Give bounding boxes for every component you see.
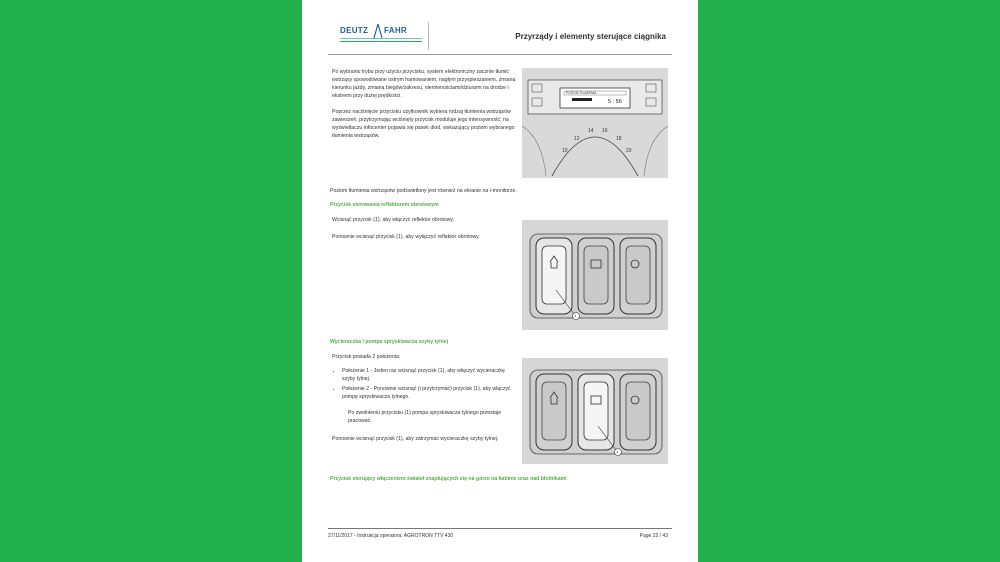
wiper-stop-text: Ponownie wcisnąć przycisk (1), aby zatrz… [332,436,499,442]
brand-logo: DEUTZ FAHR [336,22,429,50]
gauge-tick-16: 16 [602,128,608,134]
beacon-callout-number: 1 [574,313,577,318]
paragraph-mode: Po wybraniu trybu przy użyciu przycisku,… [332,69,516,99]
logo-text-right: FAHR [384,26,407,35]
wiper-intro: Przycisk posiada 2 położenia: [332,354,401,360]
wiper-position-1: Położenie 1 - Jeden raz wcisnąć przycisk… [342,367,514,383]
display-label: POZIOM TŁUMIENIA [566,91,597,95]
footer-page-number: Page 22 / 43 [639,533,668,539]
beacon-switch-illustration: 1 [522,220,668,330]
gauge-tick-12: 12 [574,136,580,142]
wiper-position-2: Położenie 2 - Ponownie wcisnąć (i przytr… [342,385,514,401]
logo-mark-icon [373,23,383,39]
wiper-callout-number: 1 [616,449,619,454]
beacon-switches-drawing [522,220,668,330]
footer-divider [328,528,672,529]
page-header: DEUTZ FAHR Przyrządy i elementy sterując… [328,18,672,55]
beacon-off-text: Ponownie wcisnąć przycisk (1), aby wyłąc… [332,234,480,240]
paragraph-imonitor: Poziom tłumienia wstrząsów podświetlony … [330,188,517,194]
page-title: Przyrządy i elementy sterujące ciągnika [515,32,666,41]
paragraph-damping: Poprzez naciśnięcie przycisku użytkownik… [332,109,515,139]
logo-stripe-blue [340,38,422,39]
wiper-positions-list: Położenie 1 - Jeden raz wcisnąć przycisk… [332,367,514,401]
beacon-on-text: Wcisnąć przycisk (1), aby włączyć reflek… [332,217,455,223]
gauge-tick-18: 18 [616,136,622,142]
display-value: 5 : 56 [608,99,622,105]
gauge-tick-14: 14 [588,128,594,134]
heading-roof-lights: Przycisk sterujący włączeniem świateł zn… [330,476,567,482]
dashboard-drawing [522,68,668,178]
wiper-switch-illustration: 1 [522,358,668,464]
wiper-note: Po zwolnieniu przycisku (1) pompa sprysk… [348,410,502,424]
dashboard-illustration: POZIOM TŁUMIENIA 5 : 56 10 12 14 16 18 2… [522,68,668,178]
gauge-tick-10: 10 [562,148,568,154]
logo-text-left: DEUTZ [340,26,369,35]
wiper-switches-drawing [522,358,668,464]
heading-beacon: Przycisk sterowania reflektorem obrotowy… [330,202,439,208]
logo-stripe-green [340,41,422,42]
footer-left: 27/11/2017 - Instrukcja operatora: AGROT… [328,533,454,539]
heading-wiper: Wycieraczka i pompa spryskiwacza szyby t… [330,339,449,345]
gauge-tick-20: 20 [626,148,632,154]
document-page: DEUTZ FAHR Przyrządy i elementy sterując… [302,0,698,562]
